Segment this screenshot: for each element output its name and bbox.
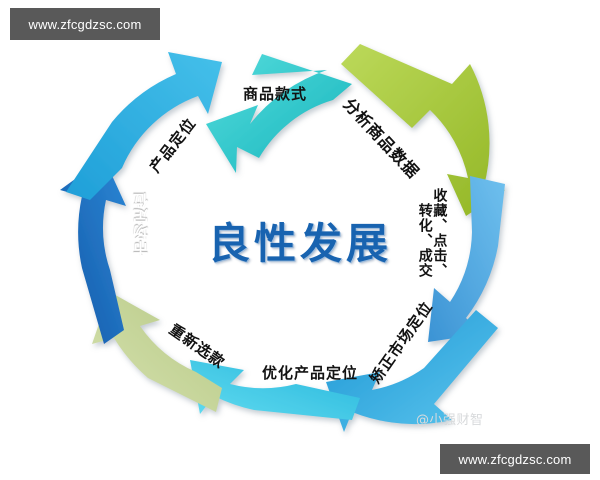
center-title: 良性发展	[207, 218, 392, 268]
segment-jiaozheng-shichang[interactable]	[326, 310, 498, 432]
segment-fenxi-shangpin-shuju[interactable]	[341, 44, 505, 216]
segment-youhua-chanpin[interactable]	[190, 360, 360, 420]
segment-chongxin-xuankuan[interactable]	[92, 292, 222, 412]
segment-shangpin-kuanshi[interactable]	[206, 54, 352, 173]
segment-shichang-dingwei[interactable]	[60, 158, 126, 344]
segment-chanpin-dingwei[interactable]	[66, 52, 222, 200]
watermark-bottom-right: www.zfcgdzsc.com	[440, 444, 590, 474]
watermark-faint-attribution: @小强财智	[416, 413, 484, 428]
watermark-top-left: www.zfcgdzsc.com	[10, 8, 160, 40]
segment-shoucang-dianji[interactable]	[428, 176, 505, 342]
cycle-arrow-group	[60, 44, 505, 432]
